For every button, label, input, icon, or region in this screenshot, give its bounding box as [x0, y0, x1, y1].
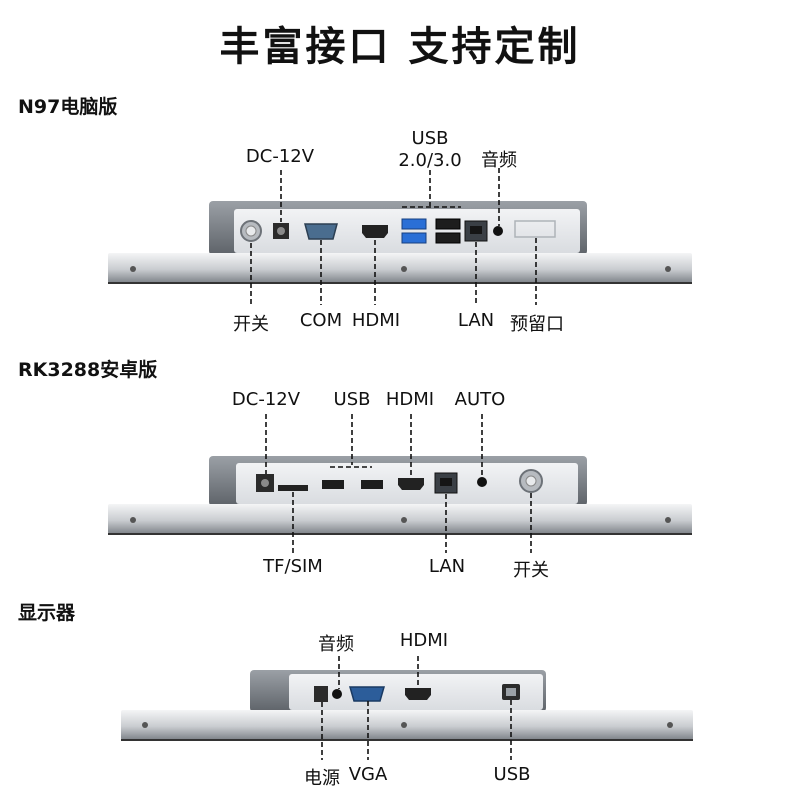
label-reserved: 预留口	[510, 314, 564, 335]
screw-icon	[665, 266, 671, 272]
audio-jack-icon	[493, 226, 503, 236]
screw-icon	[401, 266, 407, 272]
screw-icon	[130, 266, 136, 272]
label-com: COM	[299, 310, 343, 331]
front-bezel	[108, 504, 692, 534]
front-bezel	[108, 253, 692, 283]
reserved-port-icon	[514, 220, 556, 238]
screw-icon	[142, 722, 148, 728]
vga-port-icon	[349, 686, 385, 702]
screw-icon	[665, 517, 671, 523]
label-dc-12v: DC-12V	[231, 389, 301, 410]
power-jack-icon	[314, 686, 328, 702]
hdmi-port-icon	[362, 225, 388, 238]
usb2-port-icon	[435, 218, 461, 230]
screw-icon	[130, 517, 136, 523]
label-hdmi: HDMI	[399, 630, 449, 651]
label-usb: USB 2.0/3.0	[398, 128, 461, 172]
label-audio: 音频	[318, 634, 354, 655]
com-port-icon	[304, 223, 338, 240]
label-vga: VGA	[348, 764, 388, 785]
label-power: 电源	[304, 768, 340, 789]
auto-button-icon	[477, 477, 487, 487]
screw-icon	[401, 722, 407, 728]
label-usb-line1: USB	[411, 128, 449, 149]
label-lan: LAN	[457, 310, 495, 331]
usb-port-icon	[361, 480, 383, 489]
tf-sim-slot-icon	[278, 485, 308, 491]
label-hdmi: HDMI	[385, 389, 435, 410]
label-lan: LAN	[428, 556, 466, 577]
label-usb-line2: 2.0/3.0	[398, 150, 462, 171]
label-power-switch: 开关	[513, 560, 549, 581]
usb3-port-icon	[401, 218, 427, 230]
page-title: 丰富接口 支持定制	[219, 24, 581, 70]
section-heading-monitor: 显示器	[18, 602, 76, 624]
usb-port-icon	[322, 480, 344, 489]
hdmi-port-icon	[398, 478, 424, 490]
audio-jack-icon	[332, 689, 342, 699]
label-hdmi: HDMI	[351, 310, 401, 331]
screw-icon	[401, 517, 407, 523]
label-dc-12v: DC-12V	[245, 146, 315, 167]
section-heading-rk3288: RK3288安卓版	[18, 359, 158, 381]
label-usb: USB	[493, 764, 531, 785]
label-power-switch: 开关	[233, 314, 269, 335]
usb2-port-icon	[435, 232, 461, 244]
screw-icon	[667, 722, 673, 728]
power-switch-cap	[525, 475, 537, 487]
hdmi-port-icon	[405, 688, 431, 700]
label-usb: USB	[333, 389, 371, 410]
label-tf-sim: TF/SIM	[263, 556, 323, 577]
label-auto: AUTO	[454, 389, 506, 410]
label-audio: 音频	[481, 150, 517, 171]
power-switch-cap	[245, 225, 257, 237]
section-heading-n97: N97电脑版	[18, 96, 118, 118]
usb3-port-icon	[401, 232, 427, 244]
